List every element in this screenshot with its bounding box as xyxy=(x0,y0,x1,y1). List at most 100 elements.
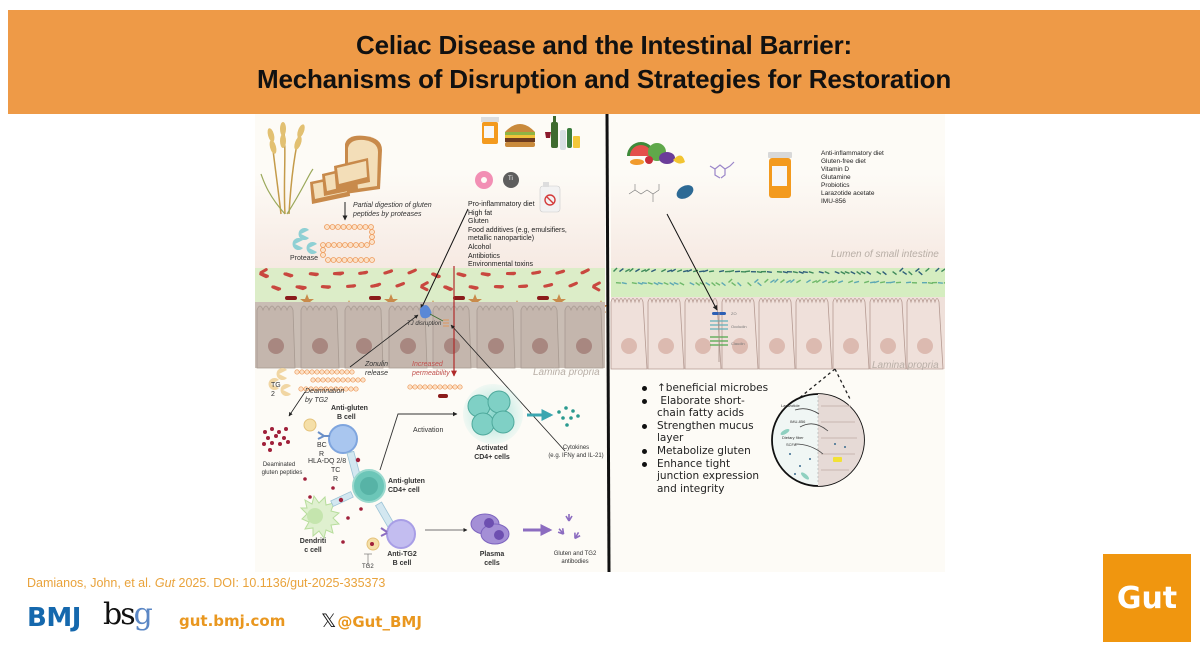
disruptor-item: High fat xyxy=(468,209,493,217)
epithelial-cell xyxy=(300,305,340,369)
microbe xyxy=(705,281,711,286)
cell-nucleus xyxy=(732,338,748,354)
epithelial-cell xyxy=(564,305,604,369)
journal-website-link[interactable]: gut.bmj.com xyxy=(179,612,286,630)
microbe xyxy=(740,271,746,273)
peptide-bead xyxy=(330,377,336,383)
title-banner: Celiac Disease and the Intestinal Barrie… xyxy=(8,10,1200,114)
peptide-bead xyxy=(336,242,343,248)
permeability-label-2: permeability xyxy=(412,370,450,377)
peptide-bead xyxy=(347,242,354,248)
cell-nucleus xyxy=(576,338,592,354)
microbe xyxy=(689,282,695,286)
epithelial-cell xyxy=(256,305,296,369)
strategy-item: IMU-856 xyxy=(821,198,846,205)
bacterium xyxy=(396,281,405,288)
title-line-1: Celiac Disease and the Intestinal Barrie… xyxy=(356,30,852,60)
fruits-vegetables-icon xyxy=(627,142,685,165)
cell-nucleus xyxy=(268,338,284,354)
microbe xyxy=(908,270,913,276)
peptide-bead xyxy=(369,234,375,240)
peptide-bead xyxy=(357,224,363,230)
microbe xyxy=(750,271,756,273)
bacterium xyxy=(544,283,554,288)
activation-label: Activation xyxy=(413,427,444,434)
dendritic-label-1: Dendriti xyxy=(299,538,327,545)
x-handle-link[interactable]: 𝕏@Gut_BMJ xyxy=(321,610,422,632)
gluten-peptide-dot xyxy=(308,495,312,499)
microbe xyxy=(621,282,627,285)
epithelial-cell xyxy=(832,298,870,370)
peptide-bead xyxy=(338,386,344,392)
deaminated-peptide xyxy=(274,434,278,438)
microbe xyxy=(941,268,945,273)
bacterium xyxy=(309,272,319,276)
microbe xyxy=(927,281,933,285)
peptide-bead xyxy=(320,377,326,383)
microbe xyxy=(886,281,892,284)
left-epithelial-cells xyxy=(256,305,604,369)
microbe xyxy=(766,271,772,273)
digestion-label-2: peptides by proteases xyxy=(353,211,422,218)
strategy-item: Gluten-free diet xyxy=(821,158,866,165)
tcr-label-1: TC xyxy=(331,467,341,474)
bacterium xyxy=(469,285,479,290)
anti-tg2-b-cell xyxy=(364,519,416,566)
tcr-label-2: R xyxy=(333,476,339,483)
microbe xyxy=(634,268,641,273)
protease-label: Protease xyxy=(290,255,319,262)
epithelial-cell xyxy=(344,305,384,369)
benefit-item: Metabolize gluten xyxy=(640,445,790,458)
citation-doi[interactable]: 2025. DOI: 10.1136/gut-2025-335373 xyxy=(178,576,386,590)
peptide-bead xyxy=(346,224,352,230)
microbe xyxy=(687,269,693,273)
peptide-bead xyxy=(341,257,348,263)
epithelial-cell xyxy=(795,298,833,370)
permeability-label-1: Increased xyxy=(412,361,443,368)
bacterium xyxy=(260,272,269,278)
epithelial-cell xyxy=(388,305,428,369)
chemical-canister-icon xyxy=(539,182,561,213)
cytokines-label-2: (e.g. IFNy and IL-21) xyxy=(548,453,604,459)
peptide-bead xyxy=(328,386,334,392)
bacterium xyxy=(556,269,566,275)
inset-fiber-label: Dietary fiber xyxy=(782,435,804,440)
toxin xyxy=(369,296,381,300)
cell-nucleus xyxy=(695,338,711,354)
peptide-bead xyxy=(349,369,355,375)
microbe xyxy=(663,282,669,286)
microbe xyxy=(637,281,643,285)
inset-larazotide-label: Larazotide xyxy=(781,403,800,408)
plasma-label-2: cells xyxy=(484,560,500,567)
peptide-bead xyxy=(437,384,443,390)
microbe xyxy=(782,271,788,274)
anti-gluten-cd4-label-2: CD4+ cell xyxy=(388,487,420,494)
microbe xyxy=(737,281,742,287)
peptide-bead xyxy=(334,369,340,375)
tj-label-occludin: Occludin xyxy=(731,324,747,329)
peptide-bead xyxy=(347,257,353,263)
zonulin-label-2: release xyxy=(365,370,388,377)
bacterium xyxy=(284,272,294,278)
plasma-label-1: Plasma xyxy=(479,551,505,558)
disruptor-item: Pro-inflammatory diet xyxy=(468,201,535,208)
deaminated-peptide xyxy=(278,442,282,446)
microbe xyxy=(647,282,653,285)
bmj-logo[interactable]: BMJ xyxy=(27,603,81,633)
microbe xyxy=(756,271,762,274)
lamina-propria-label-right: Lamina propria xyxy=(872,360,939,371)
bacterium xyxy=(494,285,504,289)
microbe xyxy=(911,281,917,284)
vitamin-d-capsule-icon xyxy=(676,185,694,199)
benefit-item: Elaborate short-chain fatty acids xyxy=(640,395,790,420)
disruptor-item: metallic nanoparticle) xyxy=(468,235,535,243)
bsg-logo[interactable]: bsg xyxy=(103,597,153,632)
gut-journal-badge[interactable]: Gut xyxy=(1103,554,1191,642)
microbe xyxy=(657,282,663,285)
tj-disruption-icon xyxy=(443,319,449,327)
deaminated-peptides-icon xyxy=(262,427,290,452)
peptide-bead xyxy=(325,257,331,263)
microbe xyxy=(669,282,675,286)
peptide-bead xyxy=(323,386,329,392)
